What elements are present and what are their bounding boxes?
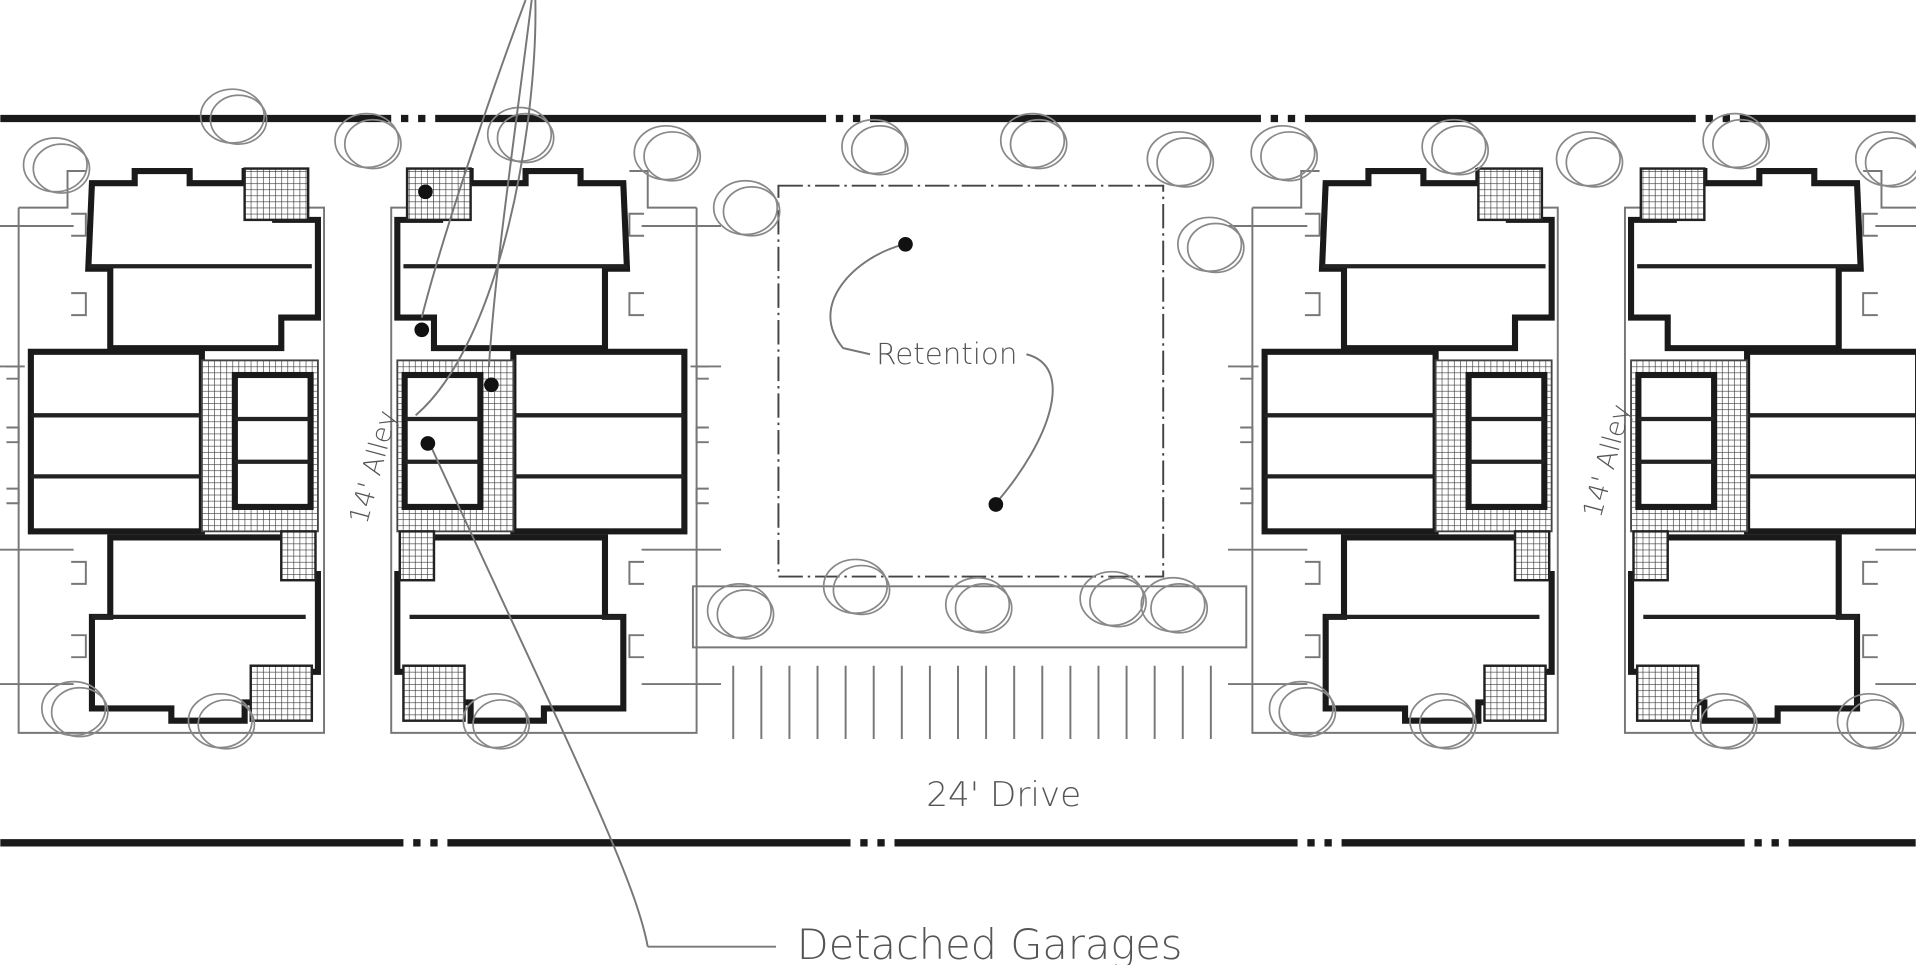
tree-icon (1431, 124, 1489, 176)
garages-label: Detached Garages (797, 920, 1183, 965)
retention-leader-1 (829, 243, 905, 356)
tree-icon (32, 143, 91, 194)
tree-icon (1846, 699, 1905, 750)
drive-label: 24' Drive (926, 775, 1081, 815)
tree-icon (1156, 137, 1215, 188)
tree-icon (1699, 699, 1758, 750)
tree-icon (722, 186, 781, 237)
tree-icon (850, 124, 909, 176)
tree-icon (643, 131, 702, 182)
tree-icon (50, 686, 109, 738)
landscape-strip (691, 585, 1248, 649)
tree-icon (343, 118, 402, 170)
tree-icon (1009, 118, 1068, 170)
tree-icon (1712, 118, 1770, 170)
retention-marker (988, 497, 1004, 512)
alley-label-left: 14' Alley (344, 407, 404, 527)
garages-leader-line (415, 0, 537, 417)
tree-icon (472, 699, 531, 750)
tree-icon (954, 583, 1013, 634)
tree-icon (1260, 131, 1318, 182)
retention-leader-2 (995, 353, 1054, 504)
retention-marker (898, 236, 913, 252)
tree-icon (1150, 583, 1209, 634)
building-cluster-3 (1228, 169, 1558, 733)
tree-icon (716, 589, 775, 640)
building-cluster-4 (1625, 169, 1916, 733)
retention-label: Retention (876, 337, 1017, 371)
tree-icon (832, 564, 891, 616)
tree-icon (197, 699, 256, 750)
alley-label-right: 14' Alley (1577, 401, 1637, 521)
tree-icon (209, 94, 268, 145)
parking-stalls (732, 665, 1212, 740)
tree-icon (1278, 686, 1337, 738)
building-cluster-1 (0, 169, 324, 733)
tree-icon (1186, 222, 1245, 274)
tree-icon (496, 112, 555, 164)
retention-area (777, 184, 1165, 578)
tree-icon (1565, 137, 1624, 188)
trees (22, 88, 1916, 750)
tree-icon (1089, 576, 1147, 628)
garages-leader-line-bottom (426, 439, 776, 948)
tree-icon (1864, 137, 1916, 188)
tree-icon (1418, 699, 1477, 750)
